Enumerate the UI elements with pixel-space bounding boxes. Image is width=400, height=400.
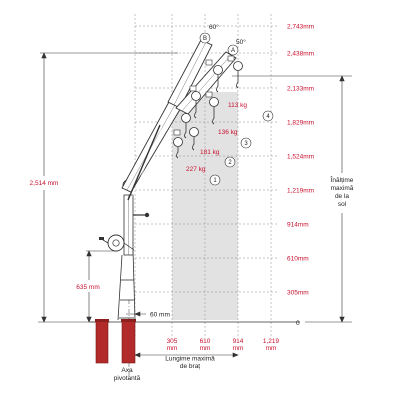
max-height-dimension [232, 75, 352, 323]
mount-socket-right [121, 320, 136, 364]
hook-2 [236, 71, 239, 89]
total-height-label: 2,514 mm [30, 180, 59, 187]
pivot-height-label: 635 mm [76, 284, 99, 291]
reach-tick-305: 305 [167, 338, 178, 345]
mount-socket-left-cap [95, 319, 109, 322]
winch-knob [99, 237, 104, 240]
position-3: 3 [240, 137, 252, 149]
height-tick-305: 305mm [287, 290, 309, 297]
offset-label: 60 mm [150, 312, 170, 319]
svg-text:sol: sol [338, 201, 347, 208]
svg-text:4: 4 [266, 114, 270, 120]
head-pulley-4 [209, 97, 219, 107]
svg-text:maximă: maximă [331, 185, 354, 192]
angle-marker-b-letter: B [203, 36, 207, 42]
hook-3 [194, 101, 197, 119]
hook-4 [212, 107, 215, 125]
height-tick-1219: 1,219mm [287, 188, 314, 195]
max-reach-dimension [134, 352, 239, 358]
hook-5 [184, 123, 187, 139]
max-reach-label-line2: de braț [180, 363, 200, 370]
height-tick-1524: 1,524mm [287, 154, 314, 161]
hook-7 [192, 137, 195, 151]
svg-text:mm: mm [167, 345, 178, 352]
head-pulley-2 [233, 61, 243, 71]
angle-marker-a: A 50° [227, 38, 246, 56]
actuator-strut [127, 124, 161, 201]
height-tick-2743: 2,743mm [287, 24, 314, 31]
load-label-181: 181 kg [200, 149, 220, 156]
angle-marker-a-value: 50° [236, 38, 246, 46]
crane-illustration [95, 39, 243, 364]
head-pulley-3 [191, 91, 201, 101]
svg-text:Înălțime: Înălțime [330, 175, 354, 184]
angle-marker-b: B 60° [199, 23, 219, 44]
head-pulley-5 [181, 113, 191, 123]
mount-socket-right-cap [121, 319, 136, 322]
reach-tick-914: 914 [233, 338, 244, 345]
load-label-227: 227 kg [186, 166, 206, 173]
svg-text:mm: mm [233, 345, 244, 352]
pivot-axis-label-line1: Axa [121, 367, 133, 374]
angle-marker-b-value: 60° [209, 23, 219, 31]
max-reach-label-line1: Lungime maximă [165, 356, 215, 363]
max-height-label: Înălțime maximă de la sol [330, 175, 354, 208]
pivot-axis-label-line2: pivotantă [114, 375, 141, 382]
load-label-113: 113 kg [228, 102, 247, 109]
winch-handle [102, 239, 109, 244]
height-scale: 2,743mm 2,438mm 2,133mm 1,829mm 1,524mm … [287, 24, 314, 328]
svg-text:de la: de la [335, 193, 349, 200]
offset-dimension [126, 311, 146, 317]
svg-text:mm: mm [200, 345, 211, 352]
head-pulley-1 [213, 65, 223, 75]
reach-scale: 305 mm 610 mm 914 mm 1,219 mm [167, 338, 280, 352]
load-label-136: 136 kg [218, 129, 238, 136]
pivot-height-dimension [86, 250, 118, 323]
position-4: 4 [262, 110, 274, 122]
position-2: 2 [224, 156, 236, 168]
total-height-dimension [38, 52, 178, 323]
svg-text:1: 1 [213, 178, 217, 184]
height-tick-zero: 0 [296, 320, 300, 327]
svg-text:2: 2 [228, 160, 232, 166]
height-tick-610: 610mm [287, 256, 309, 263]
height-tick-2133: 2,133mm [287, 86, 314, 93]
svg-text:mm: mm [266, 345, 277, 352]
boom-position-b [167, 39, 213, 109]
hook-1 [216, 75, 219, 93]
angle-marker-a-letter: A [231, 48, 235, 54]
svg-text:3: 3 [244, 141, 248, 147]
head-pulley-6 [173, 137, 183, 147]
height-tick-1829: 1,829mm [287, 120, 314, 127]
reach-tick-1219: 1,219 [263, 338, 280, 345]
head-pulley-7 [189, 127, 199, 137]
base-leg-right [132, 249, 136, 321]
height-tick-2438: 2,438mm [287, 51, 314, 58]
hook-6 [176, 147, 179, 159]
position-1: 1 [209, 174, 221, 186]
base-leg-left [117, 254, 123, 321]
reach-tick-610: 610 [200, 338, 211, 345]
mount-socket-left [95, 320, 109, 364]
height-tick-914: 914mm [287, 222, 309, 229]
